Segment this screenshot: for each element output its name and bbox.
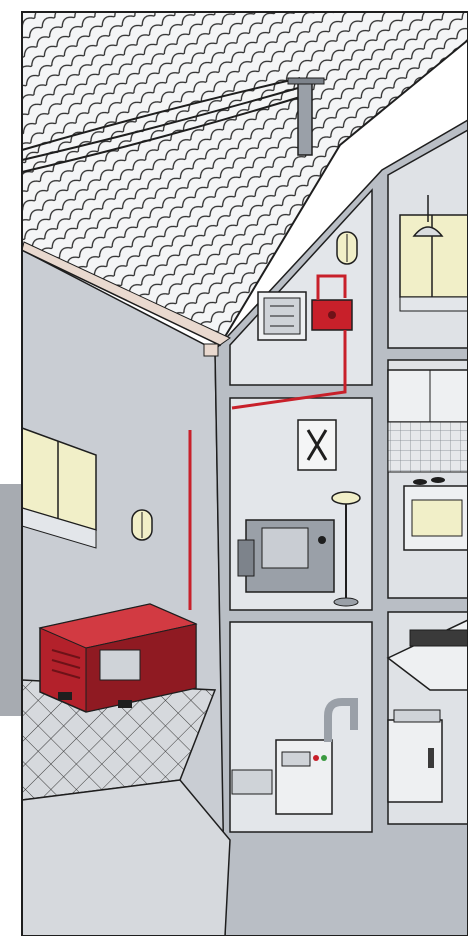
- wall-lamp-icon: [337, 232, 357, 264]
- stove-icon: [404, 477, 468, 550]
- fuse-box-icon: [258, 292, 306, 340]
- side-panel: [0, 484, 22, 716]
- wall-sign-icon: [298, 420, 336, 470]
- tv-icon: [238, 520, 334, 592]
- kitchen-cabinet-icon: [388, 370, 468, 472]
- freezer-icon: [388, 710, 442, 802]
- gutter-pipe: [204, 344, 218, 356]
- radiator: [232, 770, 272, 794]
- wall-lamp-icon: [132, 510, 152, 540]
- ground-cut: [22, 780, 230, 936]
- transfer-switch-icon: [312, 300, 352, 330]
